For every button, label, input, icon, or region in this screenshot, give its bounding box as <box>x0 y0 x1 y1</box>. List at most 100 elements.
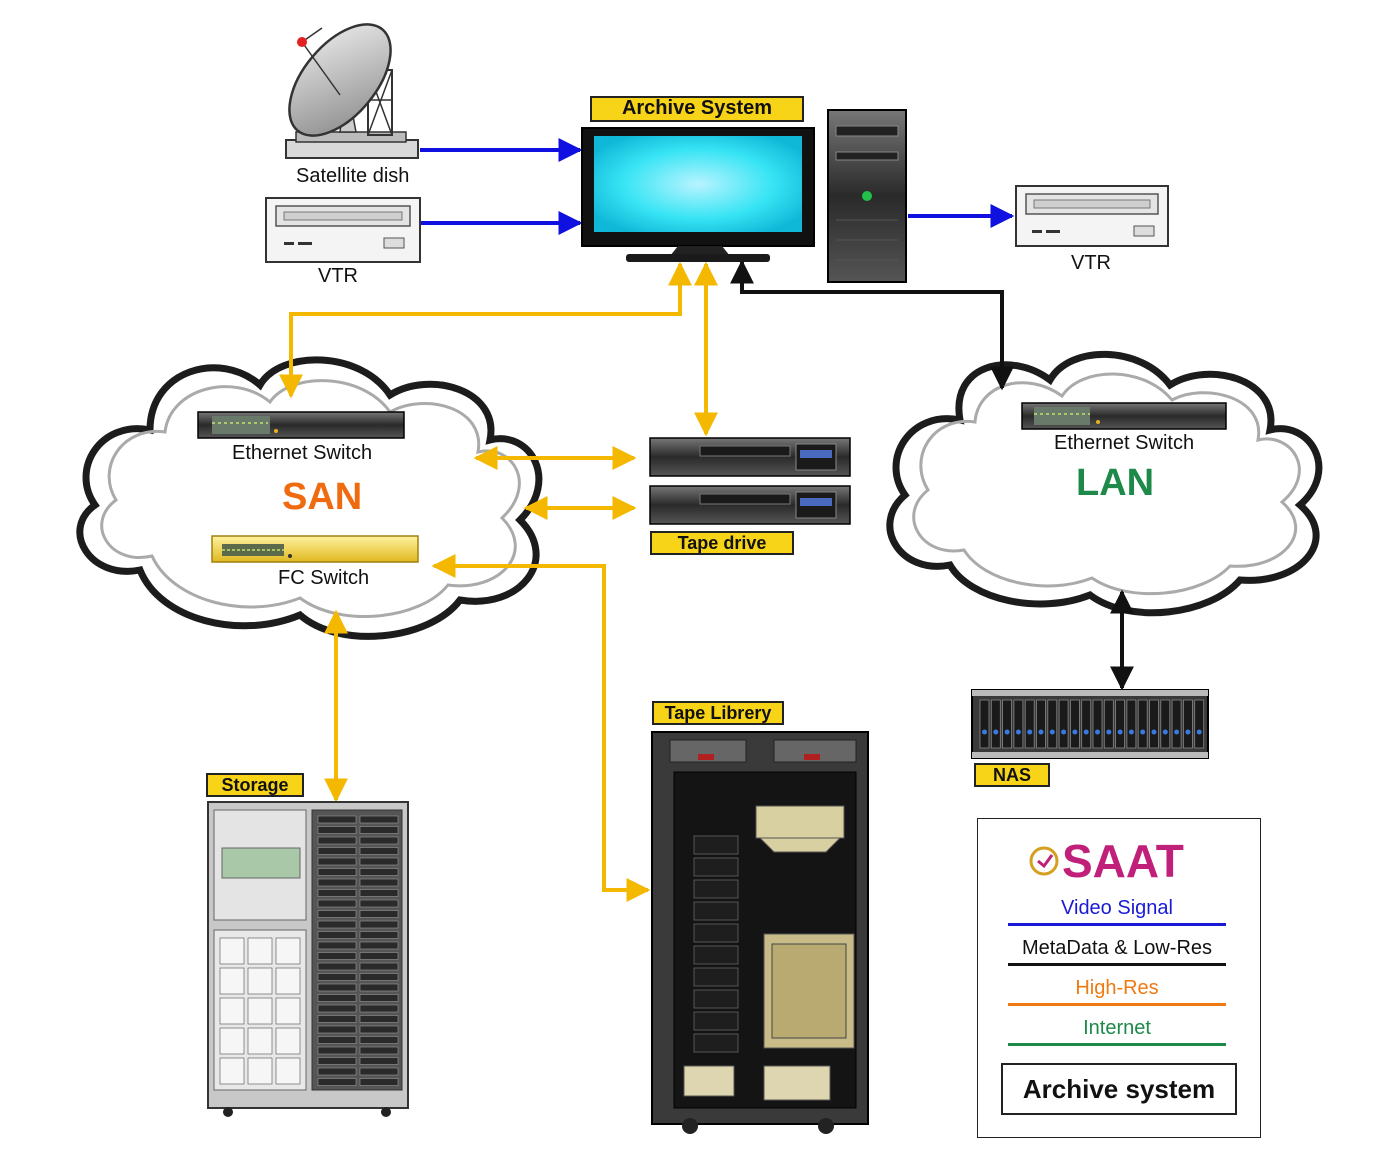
nas-drive-led <box>1095 729 1100 735</box>
nas-drive-bay <box>990 699 1001 749</box>
tape-library-slot <box>693 1033 739 1053</box>
saat-logo: SAAT <box>1029 835 1184 885</box>
storage-disk-slot <box>317 962 357 971</box>
lan-ethernet-switch-icon <box>1021 402 1227 430</box>
storage-disk-slot <box>359 857 399 866</box>
storage-server-bays <box>219 937 301 1085</box>
metadata-lines <box>730 259 1134 691</box>
storage-disk-slot <box>317 1025 357 1034</box>
san-ethernet-switch-label: Ethernet Switch <box>232 442 373 464</box>
nas-drive-led <box>1106 729 1112 735</box>
storage-disk-slot <box>317 1015 357 1023</box>
storage-disk-slot <box>359 910 399 918</box>
storage-disk-slot <box>359 1036 399 1044</box>
storage-server-bay <box>219 967 245 995</box>
tape-library-slot <box>693 989 739 1009</box>
storage-disk-slot <box>317 899 357 908</box>
nas-drive-bay <box>1171 699 1182 749</box>
storage-disk-slot <box>359 962 399 971</box>
nas-drive-led <box>993 729 999 735</box>
storage-disk-slot <box>317 1078 357 1086</box>
storage-server-bay <box>275 997 301 1025</box>
storage-disk-slot <box>317 1036 357 1044</box>
storage-server-bay <box>275 1057 301 1085</box>
storage-disk-slot <box>317 868 357 876</box>
archive-to-lan-line <box>730 259 1014 391</box>
saat-logo-text: SAAT <box>1062 835 1184 885</box>
tape-library-slot <box>693 857 739 877</box>
tape-library-slot <box>693 967 739 987</box>
storage-disk-slot <box>359 836 399 845</box>
legend-title: Archive system <box>1001 1063 1237 1115</box>
tape-library-slot <box>693 1011 739 1031</box>
nas-drive-bay <box>979 699 990 749</box>
storage-server-bay <box>219 1057 245 1085</box>
storage-rack-icon <box>207 801 409 1117</box>
san-ethernet-switch-icon <box>197 411 405 439</box>
nas-drive-led <box>1140 729 1146 735</box>
tape-library-slot <box>693 945 739 965</box>
storage-disk-slot <box>317 878 357 887</box>
nas-icon <box>971 689 1209 759</box>
storage-server-bay <box>219 1027 245 1055</box>
storage-disk-slot <box>317 815 357 824</box>
nas-drive-bay <box>1194 699 1205 749</box>
storage-disk-slot <box>359 878 399 887</box>
vtr-left-label: VTR <box>318 265 358 287</box>
nas-drive-bays <box>979 699 1205 749</box>
storage-disk-slot <box>317 931 357 939</box>
storage-disk-slot <box>359 952 399 960</box>
storage-disk-slot <box>317 889 357 897</box>
storage-disk-slot <box>359 1004 399 1013</box>
storage-disk-slot <box>317 941 357 950</box>
nas-drive-bay <box>1047 699 1058 749</box>
archive-system-tag: Archive System <box>590 96 804 122</box>
legend-metadata-line <box>1008 963 1226 966</box>
storage-tag: Storage <box>206 773 304 797</box>
fc-switch-icon <box>211 535 419 563</box>
storage-disk-slot <box>359 899 399 908</box>
storage-disk-slot <box>317 983 357 992</box>
nas-drive-bay <box>1126 699 1137 749</box>
tape-library-slot <box>693 901 739 921</box>
nas-drive-led <box>1072 729 1078 735</box>
storage-disk-slot <box>317 826 357 834</box>
nas-drive-led <box>1061 729 1067 735</box>
storage-server-bay <box>247 937 273 965</box>
storage-disk-slot <box>359 1057 399 1065</box>
legend-video-line <box>1008 923 1226 926</box>
nas-drive-bay <box>1115 699 1125 749</box>
tape-library-slot <box>693 835 739 855</box>
nas-drive-bay <box>1137 699 1148 749</box>
storage-server-bay <box>275 1027 301 1055</box>
storage-disk-slot <box>317 952 357 960</box>
nas-drive-led <box>1128 729 1134 735</box>
storage-server-bay <box>219 937 245 965</box>
storage-disk-slot <box>359 994 399 1002</box>
legend-internet: Internet <box>1083 1017 1151 1039</box>
storage-disk-slots <box>317 815 399 1086</box>
storage-disk-slot <box>317 994 357 1002</box>
nas-drive-led <box>982 729 987 735</box>
nas-drive-bay <box>1070 699 1080 749</box>
tape-drive-tag: Tape drive <box>650 531 794 555</box>
storage-disk-slot <box>317 920 357 929</box>
storage-disk-slot <box>359 931 399 939</box>
nas-drive-led <box>1027 729 1033 735</box>
satellite-label: Satellite dish <box>296 165 410 187</box>
nas-drive-led <box>1117 729 1123 735</box>
nas-drive-led <box>1196 729 1202 735</box>
legend-box: SAAT Video Signal MetaData & Low-Res Hig… <box>977 818 1261 1138</box>
storage-disk-slot <box>359 889 399 897</box>
tape-drive-2-icon <box>649 485 851 525</box>
storage-disk-slot <box>359 983 399 992</box>
storage-disk-slot <box>317 857 357 866</box>
legend-video-signal: Video Signal <box>1061 897 1173 919</box>
nas-drive-bay <box>1058 699 1069 749</box>
storage-server-bay <box>247 1027 273 1055</box>
nas-drive-led <box>1015 729 1021 735</box>
nas-drive-bay <box>1149 699 1159 749</box>
storage-disk-slot <box>317 1004 357 1013</box>
nas-drive-led <box>1185 729 1191 735</box>
